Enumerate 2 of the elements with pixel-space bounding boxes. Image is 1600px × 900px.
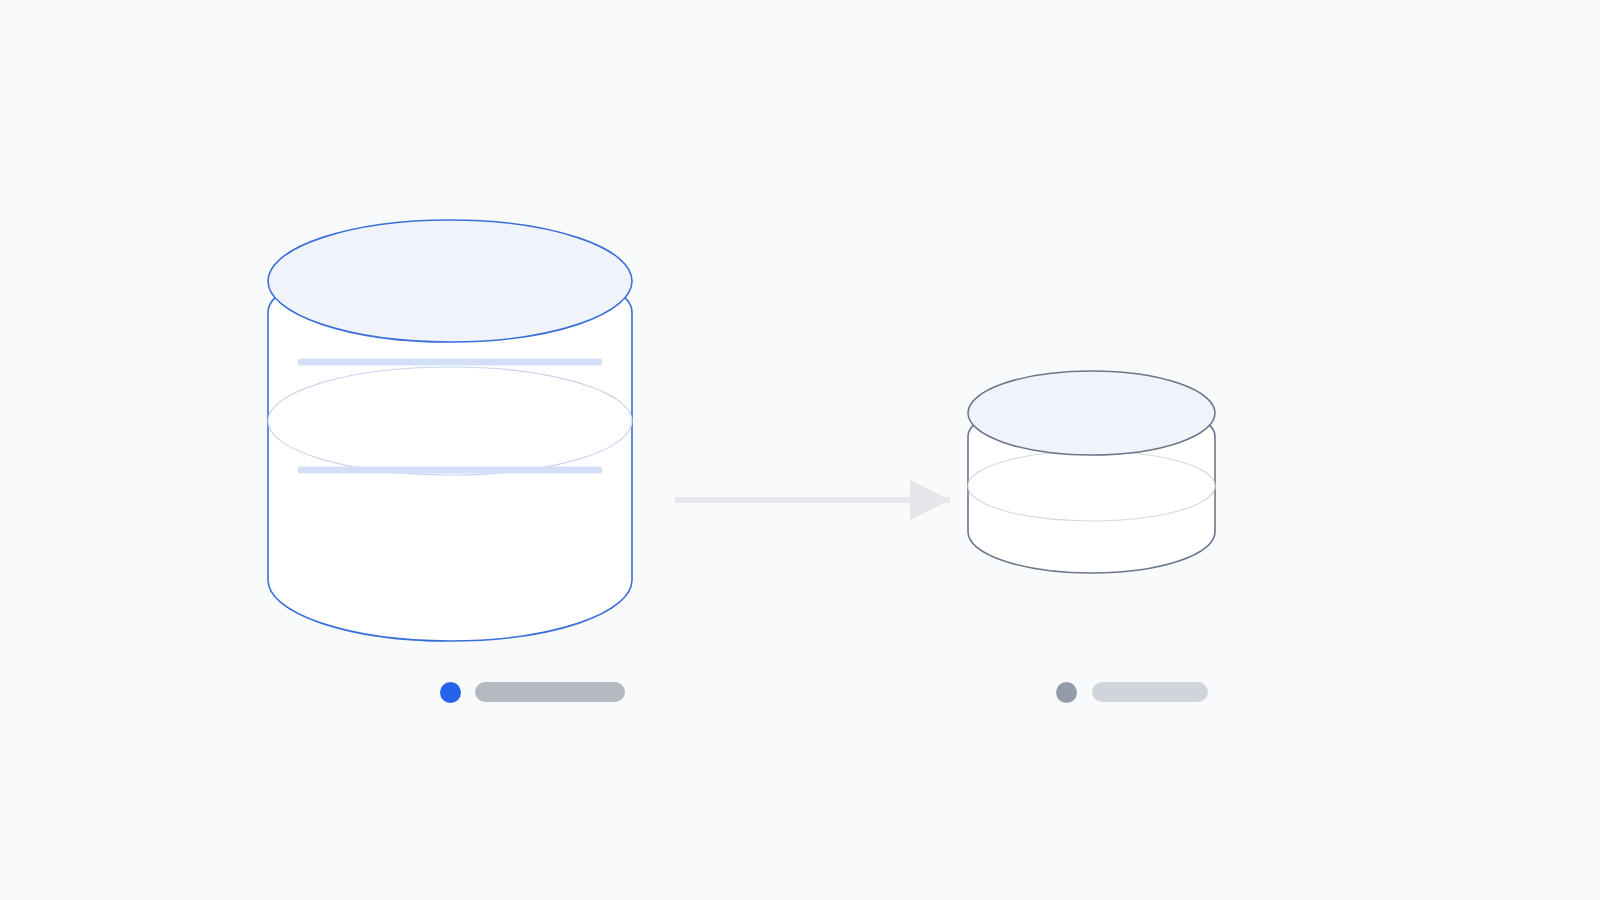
database-cylinder bbox=[967, 370, 1216, 574]
database-cylinder bbox=[267, 219, 633, 641]
